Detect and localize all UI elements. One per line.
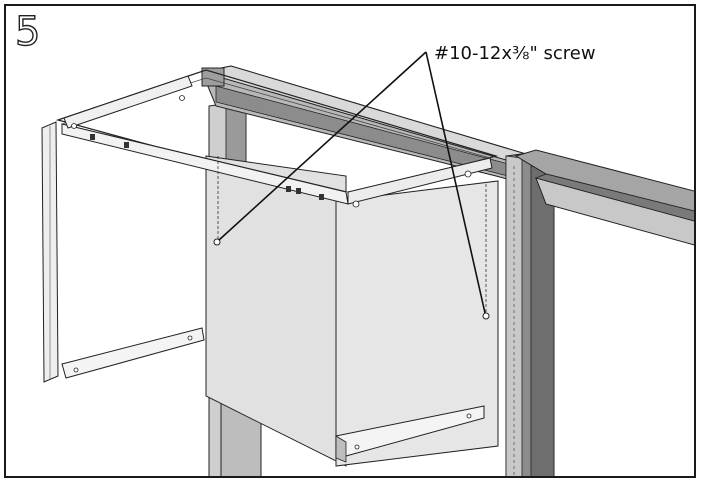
illustration-frame: 5 #10-12x⅜" screw — [4, 4, 696, 478]
front-lower-bracket — [335, 405, 485, 463]
screw-location-right — [482, 312, 490, 320]
screw-guide-lines — [217, 156, 487, 314]
side-lower-bracket — [61, 327, 205, 379]
top-tray-frame — [55, 69, 499, 208]
screw-location-left — [213, 238, 221, 246]
step-number: 5 — [14, 9, 41, 55]
callout-leader-lines — [218, 51, 486, 314]
right-side-beam — [514, 149, 694, 246]
back-panel — [205, 155, 347, 467]
right-upright-post — [505, 151, 555, 476]
assembly-drawing — [41, 51, 694, 476]
front-panel — [335, 180, 499, 467]
left-side-panel — [41, 121, 59, 383]
screw-callout-label: #10-12x⅜" screw — [434, 43, 596, 64]
